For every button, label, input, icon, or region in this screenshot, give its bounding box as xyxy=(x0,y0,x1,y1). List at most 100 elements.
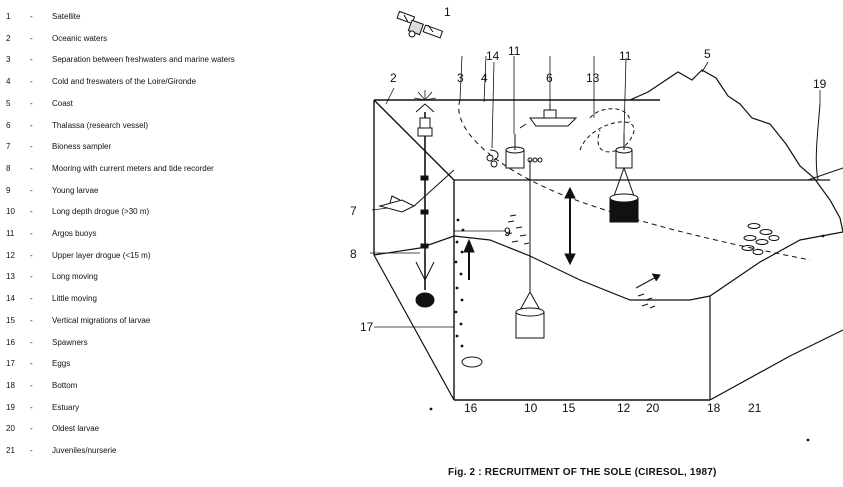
legend-number: 5 xyxy=(6,97,22,111)
legend-dash: - xyxy=(30,357,33,371)
legend-number: 2 xyxy=(6,32,22,46)
label-separation: 3 xyxy=(457,71,464,85)
block-outline xyxy=(374,100,454,400)
legend-number: 12 xyxy=(6,249,22,263)
label-spawners: 16 xyxy=(464,401,478,415)
argos-buoy-right xyxy=(610,134,638,222)
legend-text: Oceanic waters xyxy=(52,32,107,46)
legend-dash: - xyxy=(30,249,33,263)
legend-number: 19 xyxy=(6,401,22,415)
legend-text: Upper layer drogue (<15 m) xyxy=(52,249,151,263)
legend-number: 14 xyxy=(6,292,22,306)
coast-outline xyxy=(630,70,843,232)
label-upper-layer-drogue: 12 xyxy=(617,401,631,415)
little-moving-icon xyxy=(487,150,498,167)
legend-text: Thalassa (research vessel) xyxy=(52,119,148,133)
label-long-moving: 13 xyxy=(586,71,600,85)
legend-text: Bioness sampler xyxy=(52,140,111,154)
spawner-fish-icon xyxy=(462,357,482,367)
legend-text: Cold and freswaters of the Loire/Gironde xyxy=(52,75,196,89)
satellite-icon xyxy=(397,11,442,37)
legend-text: Separation between freshwaters and marin… xyxy=(52,53,235,67)
mooring-line xyxy=(416,104,434,307)
juveniles-marks xyxy=(742,224,779,255)
legend-number: 9 xyxy=(6,184,22,198)
legend-dash: - xyxy=(30,97,33,111)
label-little-moving: 14 xyxy=(486,49,500,63)
legend-number: 13 xyxy=(6,270,22,284)
upward-arrow xyxy=(464,240,474,280)
label-oceanic-waters: 2 xyxy=(390,71,397,85)
label-coast: 5 xyxy=(704,47,711,61)
legend-text: Oldest larvae xyxy=(52,422,99,436)
label-oldest-larvae: 20 xyxy=(646,401,660,415)
legend-number: 15 xyxy=(6,314,22,328)
legend-dash: - xyxy=(30,444,33,458)
legend-dash: - xyxy=(30,205,33,219)
label-argos-buoy-left: 11 xyxy=(508,44,521,58)
research-vessel-icon xyxy=(520,104,576,128)
label-satellite: 1 xyxy=(444,5,451,19)
legend-number: 18 xyxy=(6,379,22,393)
legend-dash: - xyxy=(30,227,33,241)
figure: 1 2 3 4 5 6 7 8 9 10 11 11 12 13 14 15 1… xyxy=(330,0,843,487)
legend-dash: - xyxy=(30,422,33,436)
figure-caption: Fig. 2 : RECRUITMENT OF THE SOLE (CIRESO… xyxy=(448,467,717,478)
legend-dash: - xyxy=(30,75,33,89)
legend-dash: - xyxy=(30,140,33,154)
label-bottom: 18 xyxy=(707,401,721,415)
legend-dash: - xyxy=(30,270,33,284)
legend-number: 16 xyxy=(6,336,22,350)
legend-dash: - xyxy=(30,119,33,133)
legend-text: Long depth drogue (>30 m) xyxy=(52,205,149,219)
eggs-marks xyxy=(455,219,465,348)
legend-text: Estuary xyxy=(52,401,79,415)
label-cold-freshwaters: 4 xyxy=(481,71,488,85)
legend-number: 21 xyxy=(6,444,22,458)
legend-number: 4 xyxy=(6,75,22,89)
legend-text: Bottom xyxy=(52,379,77,393)
legend-text: Young larvae xyxy=(52,184,98,198)
legend-number: 17 xyxy=(6,357,22,371)
legend-number: 3 xyxy=(6,53,22,67)
vertical-migration-arrow xyxy=(565,188,575,264)
legend-text: Mooring with current meters and tide rec… xyxy=(52,162,214,176)
label-young-larvae: 9 xyxy=(504,225,511,239)
label-eggs: 17 xyxy=(360,320,374,334)
legend-text: Spawners xyxy=(52,336,88,350)
legend-dash: - xyxy=(30,401,33,415)
label-estuary: 19 xyxy=(813,77,827,91)
legend-dash: - xyxy=(30,32,33,46)
label-research-vessel: 6 xyxy=(546,71,553,85)
legend-dash: - xyxy=(30,162,33,176)
legend-text: Juveniles/nurserie xyxy=(52,444,116,458)
legend-dash: - xyxy=(30,10,33,24)
legend-text: Eggs xyxy=(52,357,70,371)
legend-number: 6 xyxy=(6,119,22,133)
legend-text: Little moving xyxy=(52,292,97,306)
legend-text: Long moving xyxy=(52,270,98,284)
legend-number: 20 xyxy=(6,422,22,436)
legend-number: 10 xyxy=(6,205,22,219)
label-bioness-sampler: 7 xyxy=(350,204,357,218)
diagram-svg: 1 2 3 4 5 6 7 8 9 10 11 11 12 13 14 15 1… xyxy=(330,0,843,487)
legend-text: Vertical migrations of larvae xyxy=(52,314,150,328)
legend-dash: - xyxy=(30,314,33,328)
legend-number: 1 xyxy=(6,10,22,24)
label-long-depth-drogue: 10 xyxy=(524,401,538,415)
legend-number: 8 xyxy=(6,162,22,176)
legend-dash: - xyxy=(30,379,33,393)
legend-dash: - xyxy=(30,292,33,306)
legend-dash: - xyxy=(30,336,33,350)
surface-splash xyxy=(414,90,436,100)
bioness-sampler-icon xyxy=(380,170,454,212)
label-vertical-migrations: 15 xyxy=(562,401,576,415)
legend-dash: - xyxy=(30,184,33,198)
legend-text: Argos buoys xyxy=(52,227,96,241)
label-argos-buoy-right: 11 xyxy=(619,49,632,63)
oldest-larvae-marks xyxy=(636,274,660,308)
seabed-line xyxy=(374,232,843,300)
legend-text: Coast xyxy=(52,97,73,111)
legend-text: Satellite xyxy=(52,10,80,24)
